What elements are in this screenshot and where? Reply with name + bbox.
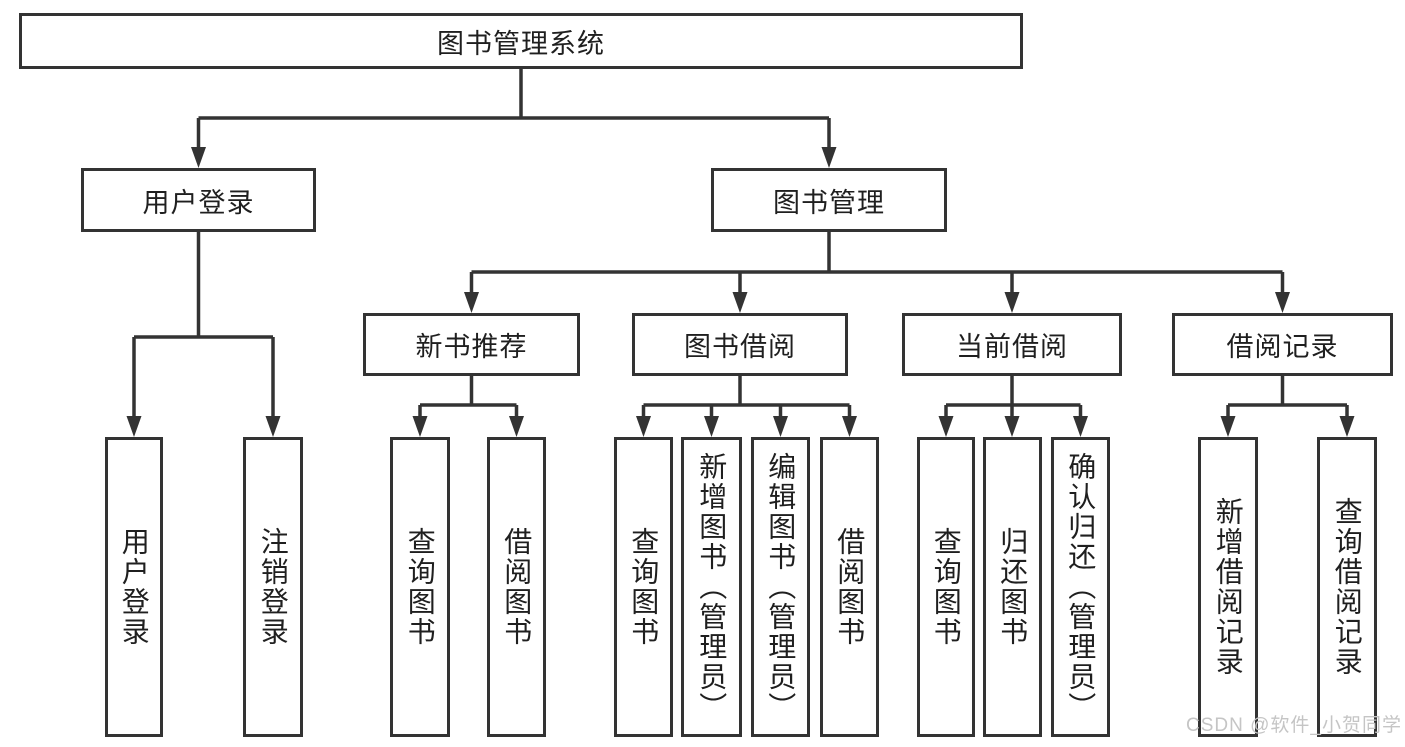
leaf-return-books: 归还图书 [983, 437, 1042, 737]
node-book-management: 图书管理 [711, 168, 947, 232]
leaf-query-borrow-record: 查询借阅记录 [1317, 437, 1377, 737]
leaf-query-books-recommend-label: 查询图书 [404, 527, 436, 647]
node-book-borrowing-label: 图书借阅 [684, 332, 796, 362]
edges-book-borrowing-children [641, 376, 852, 420]
node-borrowing-records-label: 借阅记录 [1226, 332, 1339, 362]
leaf-query-borrow-record-label: 查询借阅记录 [1331, 497, 1363, 677]
leaf-logout-label: 注销登录 [257, 527, 289, 647]
leaf-add-books-admin-label: 新增图书（管理员） [696, 452, 728, 722]
leaf-borrow-books-recommend: 借阅图书 [487, 437, 546, 737]
leaf-add-borrow-record: 新增借阅记录 [1198, 437, 1258, 737]
node-book-borrowing: 图书借阅 [632, 313, 848, 376]
edges-current-borrowing-children [944, 376, 1083, 420]
edges-borrowing-records-children [1226, 376, 1349, 420]
leaf-add-borrow-record-label: 新增借阅记录 [1212, 497, 1244, 677]
leaf-user-login: 用户登录 [105, 437, 163, 737]
edges-user-login-children [132, 232, 275, 420]
leaf-logout: 注销登录 [243, 437, 303, 737]
leaf-borrow-books: 借阅图书 [820, 437, 879, 737]
leaf-query-books-current: 查询图书 [917, 437, 975, 737]
leaf-query-books-recommend: 查询图书 [390, 437, 450, 737]
leaf-add-books-admin: 新增图书（管理员） [681, 437, 742, 737]
leaf-edit-books-admin-label: 编辑图书（管理员） [765, 452, 797, 722]
leaf-confirm-return-admin-label: 确认归还（管理员） [1065, 452, 1097, 722]
leaf-borrow-books-recommend-label: 借阅图书 [501, 527, 533, 647]
leaf-edit-books-admin: 编辑图书（管理员） [751, 437, 810, 737]
node-root: 图书管理系统 [19, 13, 1023, 69]
csdn-watermark: CSDN @软件_小贺同学 [1186, 715, 1402, 736]
node-new-book-recommend-label: 新书推荐 [415, 332, 528, 362]
node-current-borrowing: 当前借阅 [902, 313, 1122, 376]
node-borrowing-records: 借阅记录 [1172, 313, 1393, 376]
node-new-book-recommend: 新书推荐 [363, 313, 580, 376]
leaf-query-books-borrowing: 查询图书 [614, 437, 673, 737]
node-book-management-label: 图书管理 [773, 187, 885, 218]
leaf-query-books-current-label: 查询图书 [930, 527, 962, 647]
leaf-confirm-return-admin: 确认归还（管理员） [1051, 437, 1110, 737]
node-user-login-label: 用户登录 [142, 187, 255, 218]
edges-new-book-recommend-children [418, 376, 519, 420]
node-current-borrowing-label: 当前借阅 [956, 332, 1068, 362]
leaf-user-login-label: 用户登录 [118, 527, 150, 647]
leaf-borrow-books-label: 借阅图书 [834, 527, 866, 647]
node-root-label: 图书管理系统 [437, 28, 605, 59]
edges-root-to-level2 [196, 69, 831, 150]
node-user-login: 用户登录 [81, 168, 316, 232]
leaf-query-books-borrowing-label: 查询图书 [628, 527, 660, 647]
edges-book-management-children [469, 232, 1285, 296]
leaf-return-books-label: 归还图书 [997, 527, 1029, 647]
